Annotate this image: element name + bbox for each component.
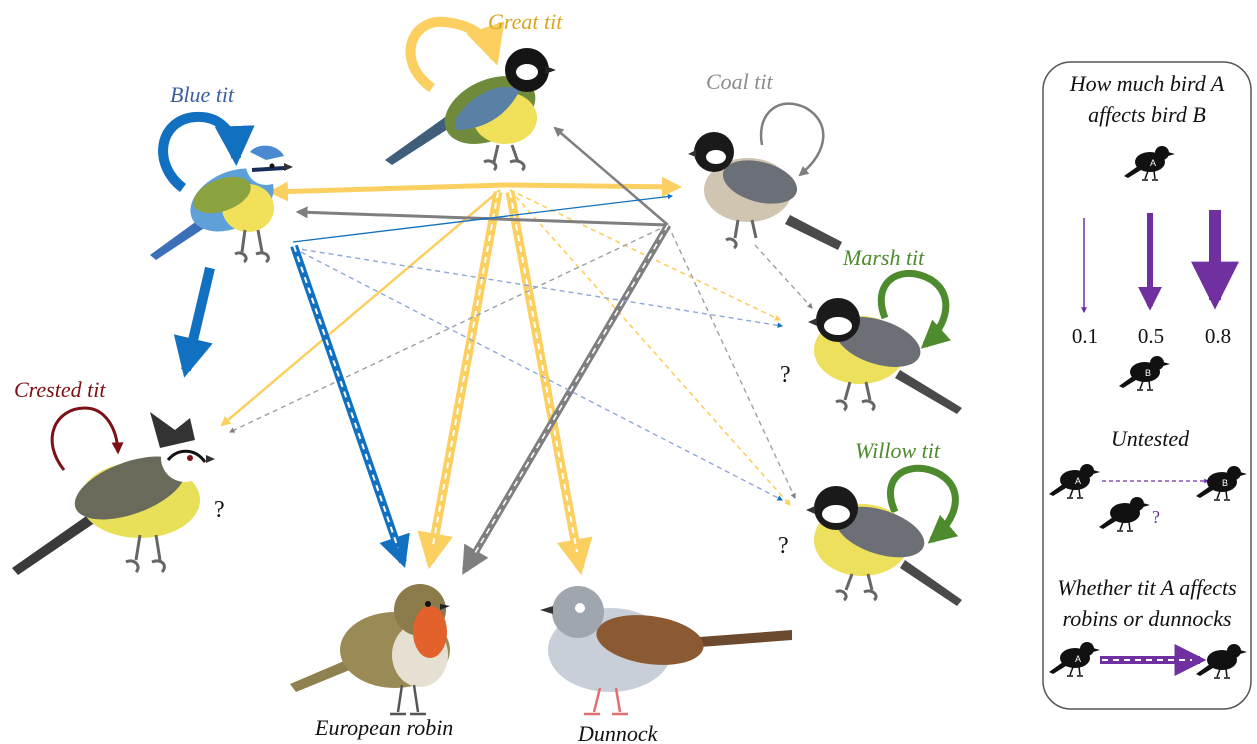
self-loop-great bbox=[405, 16, 505, 93]
legend-title-line2: affects bird B bbox=[1088, 102, 1206, 127]
legend-whether-line1: Whether tit A affects bbox=[1057, 575, 1236, 600]
question-mark-willow: ? bbox=[778, 533, 789, 559]
self-loops bbox=[50, 16, 959, 544]
question-mark-crested: ? bbox=[214, 497, 225, 523]
legend-untested-label: Untested bbox=[1111, 426, 1190, 451]
arrow-blue-to-robin-dash bbox=[293, 245, 399, 549]
arrow-great-to-crested bbox=[220, 189, 501, 427]
arrow-coal-to-great bbox=[553, 126, 669, 226]
label-coal-tit: Coal tit bbox=[706, 69, 774, 94]
arrow-great-to-marsh bbox=[509, 189, 782, 321]
arrow-blue-to-willow bbox=[292, 247, 783, 501]
arrow-coal-to-marsh bbox=[754, 244, 813, 309]
legend-untested-question: ? bbox=[1152, 507, 1160, 527]
untested-bird-b-icon: B bbox=[1195, 465, 1248, 501]
arrow-great-to-willow bbox=[509, 189, 791, 506]
label-dunnock: Dunnock bbox=[577, 721, 659, 744]
bird-b-silhouette-icon: B bbox=[1118, 355, 1171, 391]
legend-value-mid: 0.5 bbox=[1138, 324, 1164, 348]
robin-illustration bbox=[290, 584, 450, 716]
arrow-coal-to-robin-dash bbox=[474, 224, 669, 554]
self-loop-willow bbox=[886, 464, 959, 544]
self-loop-crested bbox=[50, 406, 124, 471]
arrow-coal-to-willow bbox=[667, 224, 796, 500]
willow-tit-illustration bbox=[806, 486, 962, 606]
whether-bird-a-icon: A bbox=[1048, 641, 1101, 677]
label-crested-tit: Crested tit bbox=[14, 377, 106, 402]
self-loop-coal bbox=[759, 102, 825, 177]
dunnock-illustration bbox=[540, 586, 792, 716]
legend-box bbox=[1042, 61, 1252, 710]
question-mark-marsh: ? bbox=[780, 362, 791, 388]
crested-tit-illustration bbox=[12, 412, 215, 575]
untested-bird-a-icon: A bbox=[1048, 463, 1101, 499]
svg-text:B: B bbox=[1222, 478, 1228, 488]
legend-whether-line2: robins or dunnocks bbox=[1062, 606, 1231, 631]
arrow-blue-to-coal bbox=[292, 193, 674, 243]
legend-title-line1: How much bird A bbox=[1069, 71, 1225, 96]
label-robin: European robin bbox=[314, 715, 453, 740]
great-tit-illustration bbox=[385, 48, 556, 172]
blue-tit-illustration bbox=[150, 145, 293, 264]
self-loop-marsh bbox=[877, 270, 952, 349]
arrow-great-to-robin-dash bbox=[432, 191, 499, 546]
self-loop-blue bbox=[158, 111, 255, 193]
label-willow-tit: Willow tit bbox=[855, 438, 941, 463]
legend-value-high: 0.8 bbox=[1205, 324, 1231, 348]
arrows bbox=[173, 126, 813, 576]
svg-text:B: B bbox=[1145, 368, 1151, 378]
bird-a-silhouette-icon: A bbox=[1123, 145, 1176, 181]
arrow-great-to-blue bbox=[268, 181, 506, 202]
label-marsh-tit: Marsh tit bbox=[842, 245, 925, 270]
arrow-blue-to-crested bbox=[173, 266, 215, 378]
arrow-great-to-coal bbox=[504, 176, 682, 197]
label-blue-tit: Blue tit bbox=[170, 82, 235, 107]
label-great-tit: Great tit bbox=[488, 9, 563, 34]
svg-text:A: A bbox=[1075, 476, 1081, 486]
marsh-tit-illustration bbox=[808, 298, 962, 414]
legend: How much bird A affects bird B A 0.1 0.5… bbox=[1042, 61, 1252, 710]
legend-value-low: 0.1 bbox=[1072, 324, 1098, 348]
svg-text:A: A bbox=[1075, 654, 1081, 664]
arrow-blue-to-marsh bbox=[292, 247, 784, 329]
svg-text:A: A bbox=[1150, 158, 1156, 168]
coal-tit-illustration bbox=[688, 132, 842, 250]
